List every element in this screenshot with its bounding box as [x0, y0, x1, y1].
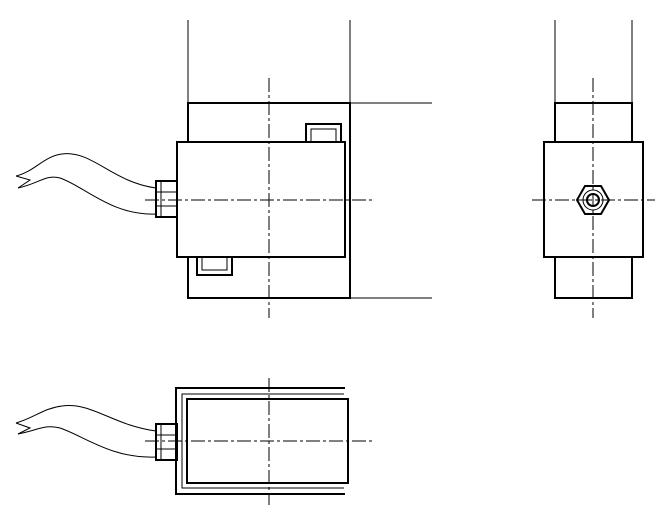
side-view: [532, 20, 655, 318]
front-lead-wires: [15, 153, 157, 215]
front-cable-gland: [155, 180, 178, 218]
top-view: [15, 378, 372, 505]
front-lower-clip: [196, 256, 233, 276]
top-cable-gland: [155, 423, 178, 461]
front-upper-clip: [305, 123, 342, 143]
top-lead-wires: [15, 405, 157, 458]
front-view: [15, 20, 432, 318]
